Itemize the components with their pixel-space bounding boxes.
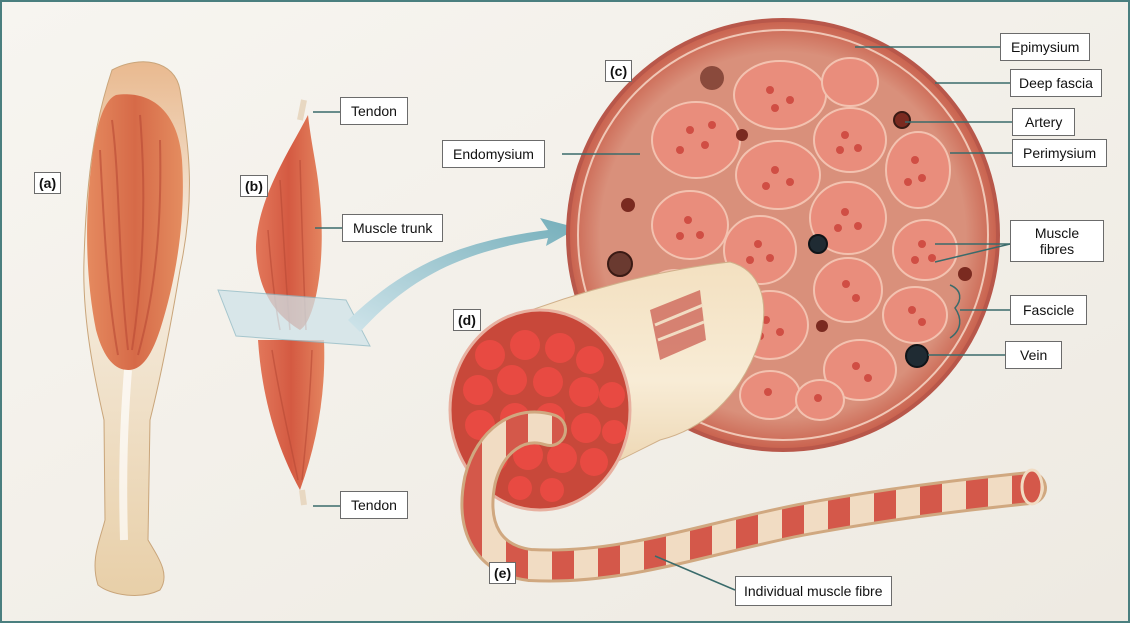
label-fascicle: Fascicle: [1010, 295, 1087, 325]
panel-label-e: (e): [489, 562, 516, 584]
label-individual-muscle-fibre: Individual muscle fibre: [735, 576, 892, 606]
label-vein: Vein: [1005, 341, 1062, 369]
label-perimysium: Perimysium: [1012, 139, 1107, 167]
label-tendon-bottom: Tendon: [340, 491, 408, 519]
label-endomysium: Endomysium: [442, 140, 545, 168]
label-deep-fascia: Deep fascia: [1010, 69, 1102, 97]
panel-label-c: (c): [605, 60, 632, 82]
label-artery: Artery: [1012, 108, 1075, 136]
label-epimysium: Epimysium: [1000, 33, 1090, 61]
label-tendon-top: Tendon: [340, 97, 408, 125]
panel-label-d: (d): [453, 309, 481, 331]
label-muscle-fibres: Muscle fibres: [1010, 220, 1104, 262]
panel-label-a: (a): [34, 172, 61, 194]
panel-label-b: (b): [240, 175, 268, 197]
label-muscle-trunk: Muscle trunk: [342, 214, 443, 242]
